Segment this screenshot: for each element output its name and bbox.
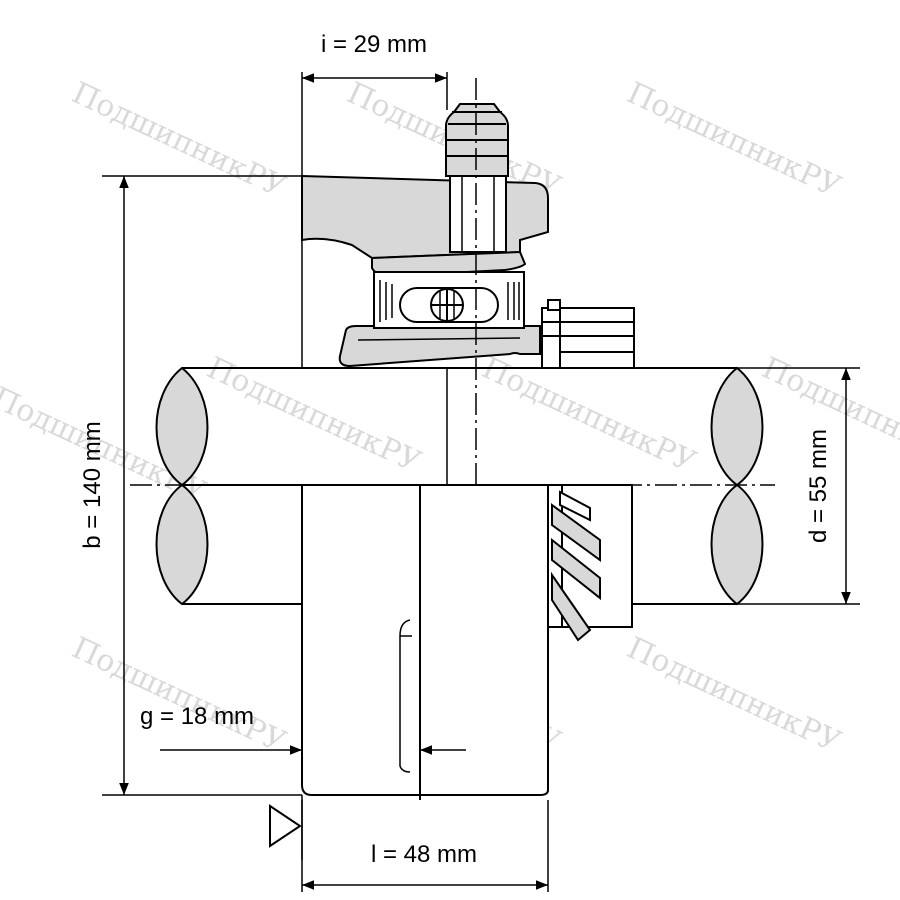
dimension-d: d = 55 mm (737, 367, 860, 605)
locking-collar (541, 299, 635, 369)
watermark-10: ПодшипникРУ (622, 631, 847, 761)
inner-ring (301, 484, 549, 800)
triangle-marker-icon (269, 804, 302, 848)
dimension-b-label: b = 140 mm (79, 421, 106, 548)
watermark-5: ПодшипникРУ (202, 351, 427, 481)
dimension-d-label: d = 55 mm (805, 429, 832, 543)
grease-nipple-icon (445, 103, 509, 253)
housing (301, 174, 549, 368)
collar-lower (547, 484, 633, 642)
watermark-6: ПодшипникРУ (477, 351, 702, 481)
dimension-g: g = 18 mm (140, 703, 466, 860)
dimension-i-label: i = 29 mm (321, 31, 427, 58)
watermark-8: ПодшипникРУ (67, 631, 292, 761)
dimension-g-label: g = 18 mm (140, 703, 254, 730)
shaft (155, 366, 764, 606)
dimension-l-label: l = 48 mm (371, 841, 477, 868)
watermark-3: ПодшипникРУ (622, 76, 847, 206)
dimension-i: i = 29 mm (301, 31, 448, 368)
dimension-b: b = 140 mm (79, 175, 302, 796)
watermark-1: ПодшипникРУ (67, 76, 292, 206)
dimension-l: l = 48 mm (301, 800, 549, 892)
